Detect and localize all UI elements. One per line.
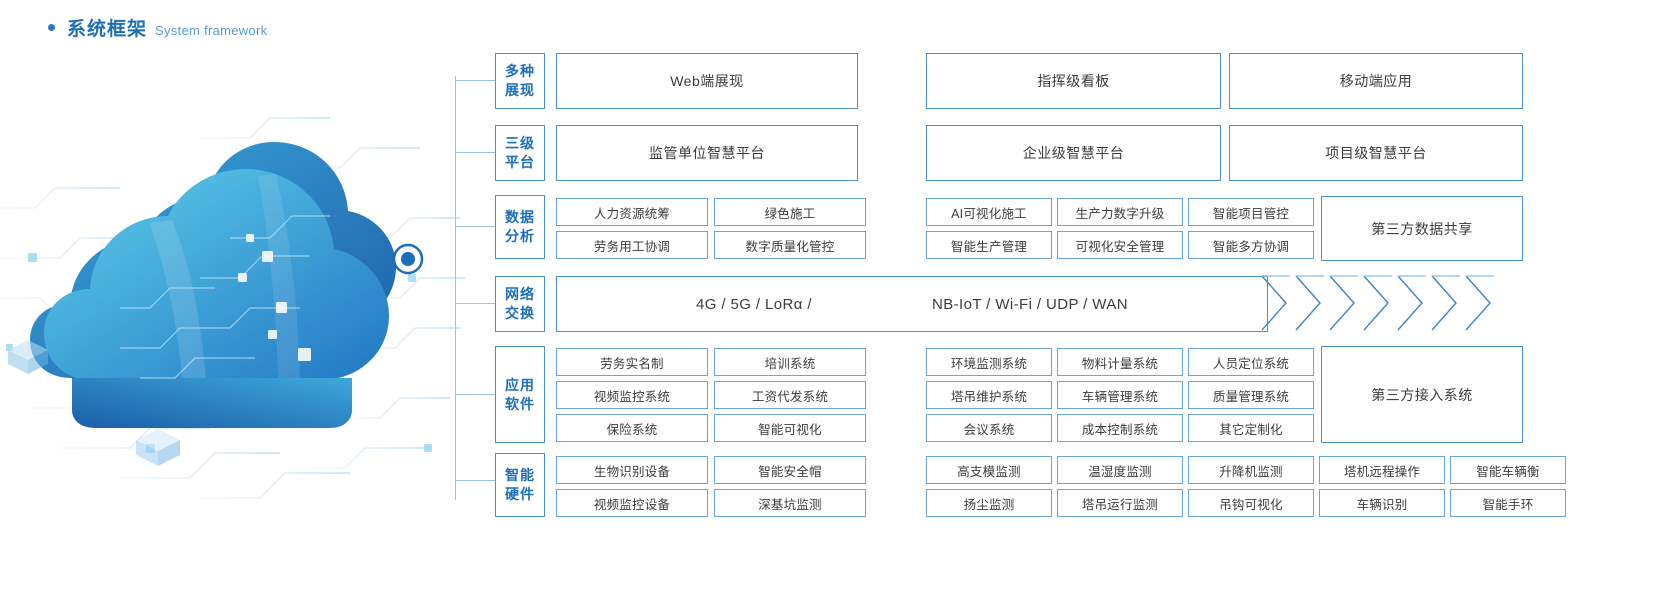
box-third-party-data-sharing[interactable]: 第三方数据共享 — [1321, 196, 1523, 261]
box-project-platform[interactable]: 项目级智慧平台 — [1229, 125, 1523, 181]
pill-hook-visualization[interactable]: 吊钩可视化 — [1188, 489, 1314, 517]
connector-data-analysis — [455, 226, 495, 227]
pill-crane-operation-monitoring[interactable]: 塔吊运行监测 — [1057, 489, 1183, 517]
pill-biometric-device[interactable]: 生物识别设备 — [556, 456, 708, 484]
pill-personnel-positioning[interactable]: 人员定位系统 — [1188, 348, 1314, 376]
pill-smart-wristband[interactable]: 智能手环 — [1450, 489, 1566, 517]
pill-deep-foundation-monitoring[interactable]: 深基坑监测 — [714, 489, 866, 517]
pill-smart-production-mgmt[interactable]: 智能生产管理 — [926, 231, 1052, 259]
layer-label-network: 网络 交换 — [495, 276, 545, 332]
network-text-1: 4G / 5G / LoRα / — [696, 295, 812, 313]
pill-hr-coordination[interactable]: 人力资源统筹 — [556, 198, 708, 226]
network-text-2: NB-IoT / Wi-Fi / UDP / WAN — [931, 295, 1128, 313]
pill-crane-maintenance[interactable]: 塔吊维护系统 — [926, 381, 1052, 409]
pill-environment-monitoring[interactable]: 环境监测系统 — [926, 348, 1052, 376]
bullet-dot — [48, 24, 55, 31]
pill-dust-monitoring[interactable]: 扬尘监测 — [926, 489, 1052, 517]
pill-other-customization[interactable]: 其它定制化 — [1188, 414, 1314, 442]
pill-smart-helmet[interactable]: 智能安全帽 — [714, 456, 866, 484]
box-enterprise-platform[interactable]: 企业级智慧平台 — [926, 125, 1221, 181]
cloud-node-dot — [392, 243, 424, 275]
pill-green-construction[interactable]: 绿色施工 — [714, 198, 866, 226]
pill-video-surveillance-device[interactable]: 视频监控设备 — [556, 489, 708, 517]
pill-vehicle-recognition[interactable]: 车辆识别 — [1319, 489, 1445, 517]
layer-label-platform: 三级 平台 — [495, 125, 545, 181]
page-title: 系统框架 System framework — [48, 14, 267, 41]
pill-smart-multiparty-coord[interactable]: 智能多方协调 — [1188, 231, 1314, 259]
pill-smart-weighbridge[interactable]: 智能车辆衡 — [1450, 456, 1566, 484]
page-title-en: System framework — [155, 23, 268, 38]
system-framework-diagram: 多种 展现 Web端展现 指挥级看板 移动端应用 三级 平台 监管单位智慧平台 … — [455, 48, 1670, 526]
pill-cost-control[interactable]: 成本控制系统 — [1057, 414, 1183, 442]
pill-temp-humidity-monitoring[interactable]: 温湿度监测 — [1057, 456, 1183, 484]
pill-vehicle-management[interactable]: 车辆管理系统 — [1057, 381, 1183, 409]
pill-visual-safety-mgmt[interactable]: 可视化安全管理 — [1057, 231, 1183, 259]
pill-smart-project-control[interactable]: 智能项目管控 — [1188, 198, 1314, 226]
box-mobile-app[interactable]: 移动端应用 — [1229, 53, 1523, 109]
pill-training-system[interactable]: 培训系统 — [714, 348, 866, 376]
cloud-illustration-svg — [0, 117, 465, 499]
pill-payroll-system[interactable]: 工资代发系统 — [714, 381, 866, 409]
pill-conference-system[interactable]: 会议系统 — [926, 414, 1052, 442]
pill-high-formwork-monitoring[interactable]: 高支模监测 — [926, 456, 1052, 484]
connector-network — [455, 303, 495, 304]
layer-label-presentation: 多种 展现 — [495, 53, 545, 109]
pill-quality-management[interactable]: 质量管理系统 — [1188, 381, 1314, 409]
pill-productivity-upgrade[interactable]: 生产力数字升级 — [1057, 198, 1183, 226]
pill-smart-visualization[interactable]: 智能可视化 — [714, 414, 866, 442]
pill-labor-real-name[interactable]: 劳务实名制 — [556, 348, 708, 376]
network-chevron-arrows — [1261, 275, 1494, 331]
connector-smart-hardware — [455, 480, 495, 481]
box-network-protocols: 4G / 5G / LoRα / NB-IoT / Wi-Fi / UDP / … — [556, 276, 1268, 332]
layer-label-application-software: 应用 软件 — [495, 346, 545, 443]
pill-hoist-monitoring[interactable]: 升降机监测 — [1188, 456, 1314, 484]
cloud-network-illustration — [0, 48, 470, 548]
page-title-cn: 系统框架 — [67, 19, 148, 40]
box-web-display[interactable]: Web端展现 — [556, 53, 858, 109]
pill-ai-visual-construction[interactable]: AI可视化施工 — [926, 198, 1052, 226]
pill-labor-coordination[interactable]: 劳务用工协调 — [556, 231, 708, 259]
box-command-dashboard[interactable]: 指挥级看板 — [926, 53, 1221, 109]
connector-application-software — [455, 394, 495, 395]
box-regulator-platform[interactable]: 监管单位智慧平台 — [556, 125, 858, 181]
connector-presentation — [455, 80, 495, 81]
layer-label-data-analysis: 数据 分析 — [495, 195, 545, 259]
pill-video-surveillance-system[interactable]: 视频监控系统 — [556, 381, 708, 409]
connector-platform — [455, 152, 495, 153]
pill-insurance-system[interactable]: 保险系统 — [556, 414, 708, 442]
pill-tower-remote-operation[interactable]: 塔机远程操作 — [1319, 456, 1445, 484]
diagram-spine — [455, 76, 456, 500]
box-third-party-access-system[interactable]: 第三方接入系统 — [1321, 346, 1523, 443]
pill-digital-quality-control[interactable]: 数字质量化管控 — [714, 231, 866, 259]
layer-label-smart-hardware: 智能 硬件 — [495, 453, 545, 517]
pill-material-metering[interactable]: 物料计量系统 — [1057, 348, 1183, 376]
